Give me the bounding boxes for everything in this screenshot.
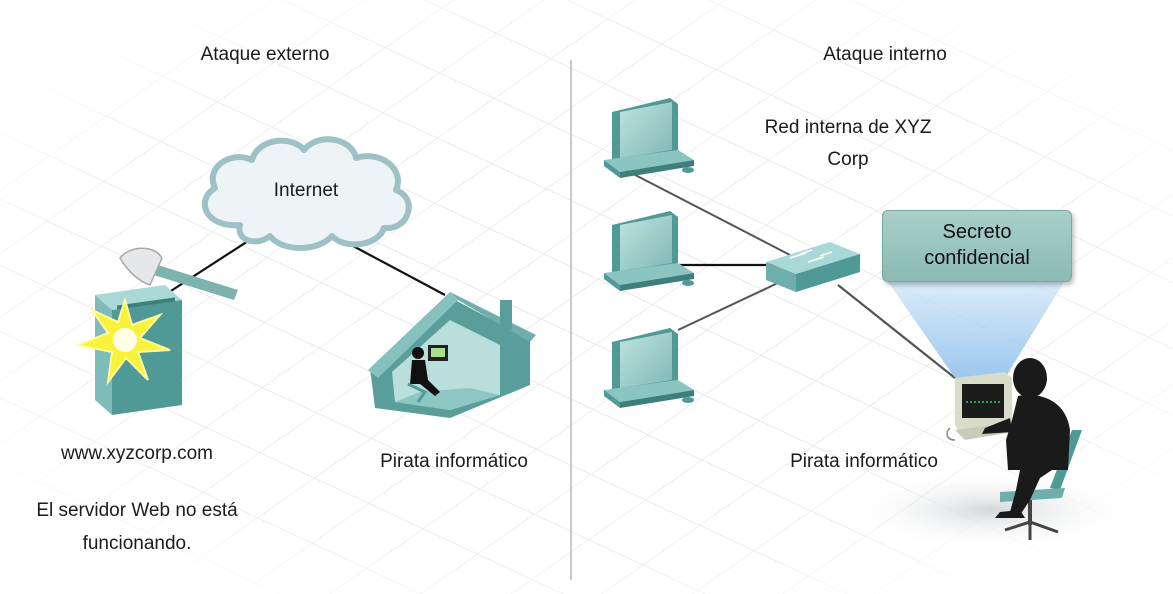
link-server-internet [159, 231, 263, 299]
server-status-line1: El servidor Web no está [36, 500, 238, 521]
workstation-icon [604, 328, 694, 408]
small-hacker-icon [407, 345, 448, 403]
house-icon [368, 292, 536, 418]
link-internet-house [337, 237, 446, 296]
light-beam [888, 282, 1064, 378]
link-pc1-switch [611, 162, 791, 256]
floor-shadow [840, 470, 1140, 550]
internal-network-label-line1: Red interna de XYZ [765, 117, 932, 138]
internet-label: Internet [274, 180, 339, 201]
hacker-silhouette-icon [946, 358, 1082, 540]
axe-icon [119, 247, 238, 300]
internal-attack-heading: Ataque interno [823, 44, 947, 65]
server-status-line2: funcionando. [83, 533, 192, 554]
internet-cloud [201, 136, 412, 251]
server-url-label: www.xyzcorp.com [60, 443, 213, 464]
link-switch-hacker [837, 284, 956, 379]
workstation-icon [604, 211, 694, 291]
explosion-icon [74, 296, 171, 386]
internal-hacker-label: Pirata informático [790, 451, 938, 472]
confidential-secret-box: Secreto confidencial [882, 210, 1072, 282]
external-hacker-label: Pirata informático [380, 451, 528, 472]
external-attack-heading: Ataque externo [201, 44, 330, 65]
workstation-icon [604, 98, 694, 178]
internal-network-label-line2: Corp [827, 149, 868, 170]
network-switch-icon [766, 242, 860, 292]
secret-line1: Secreto [942, 221, 1012, 243]
secret-line2: confidencial [924, 247, 1030, 269]
link-pc3-switch [677, 281, 781, 331]
